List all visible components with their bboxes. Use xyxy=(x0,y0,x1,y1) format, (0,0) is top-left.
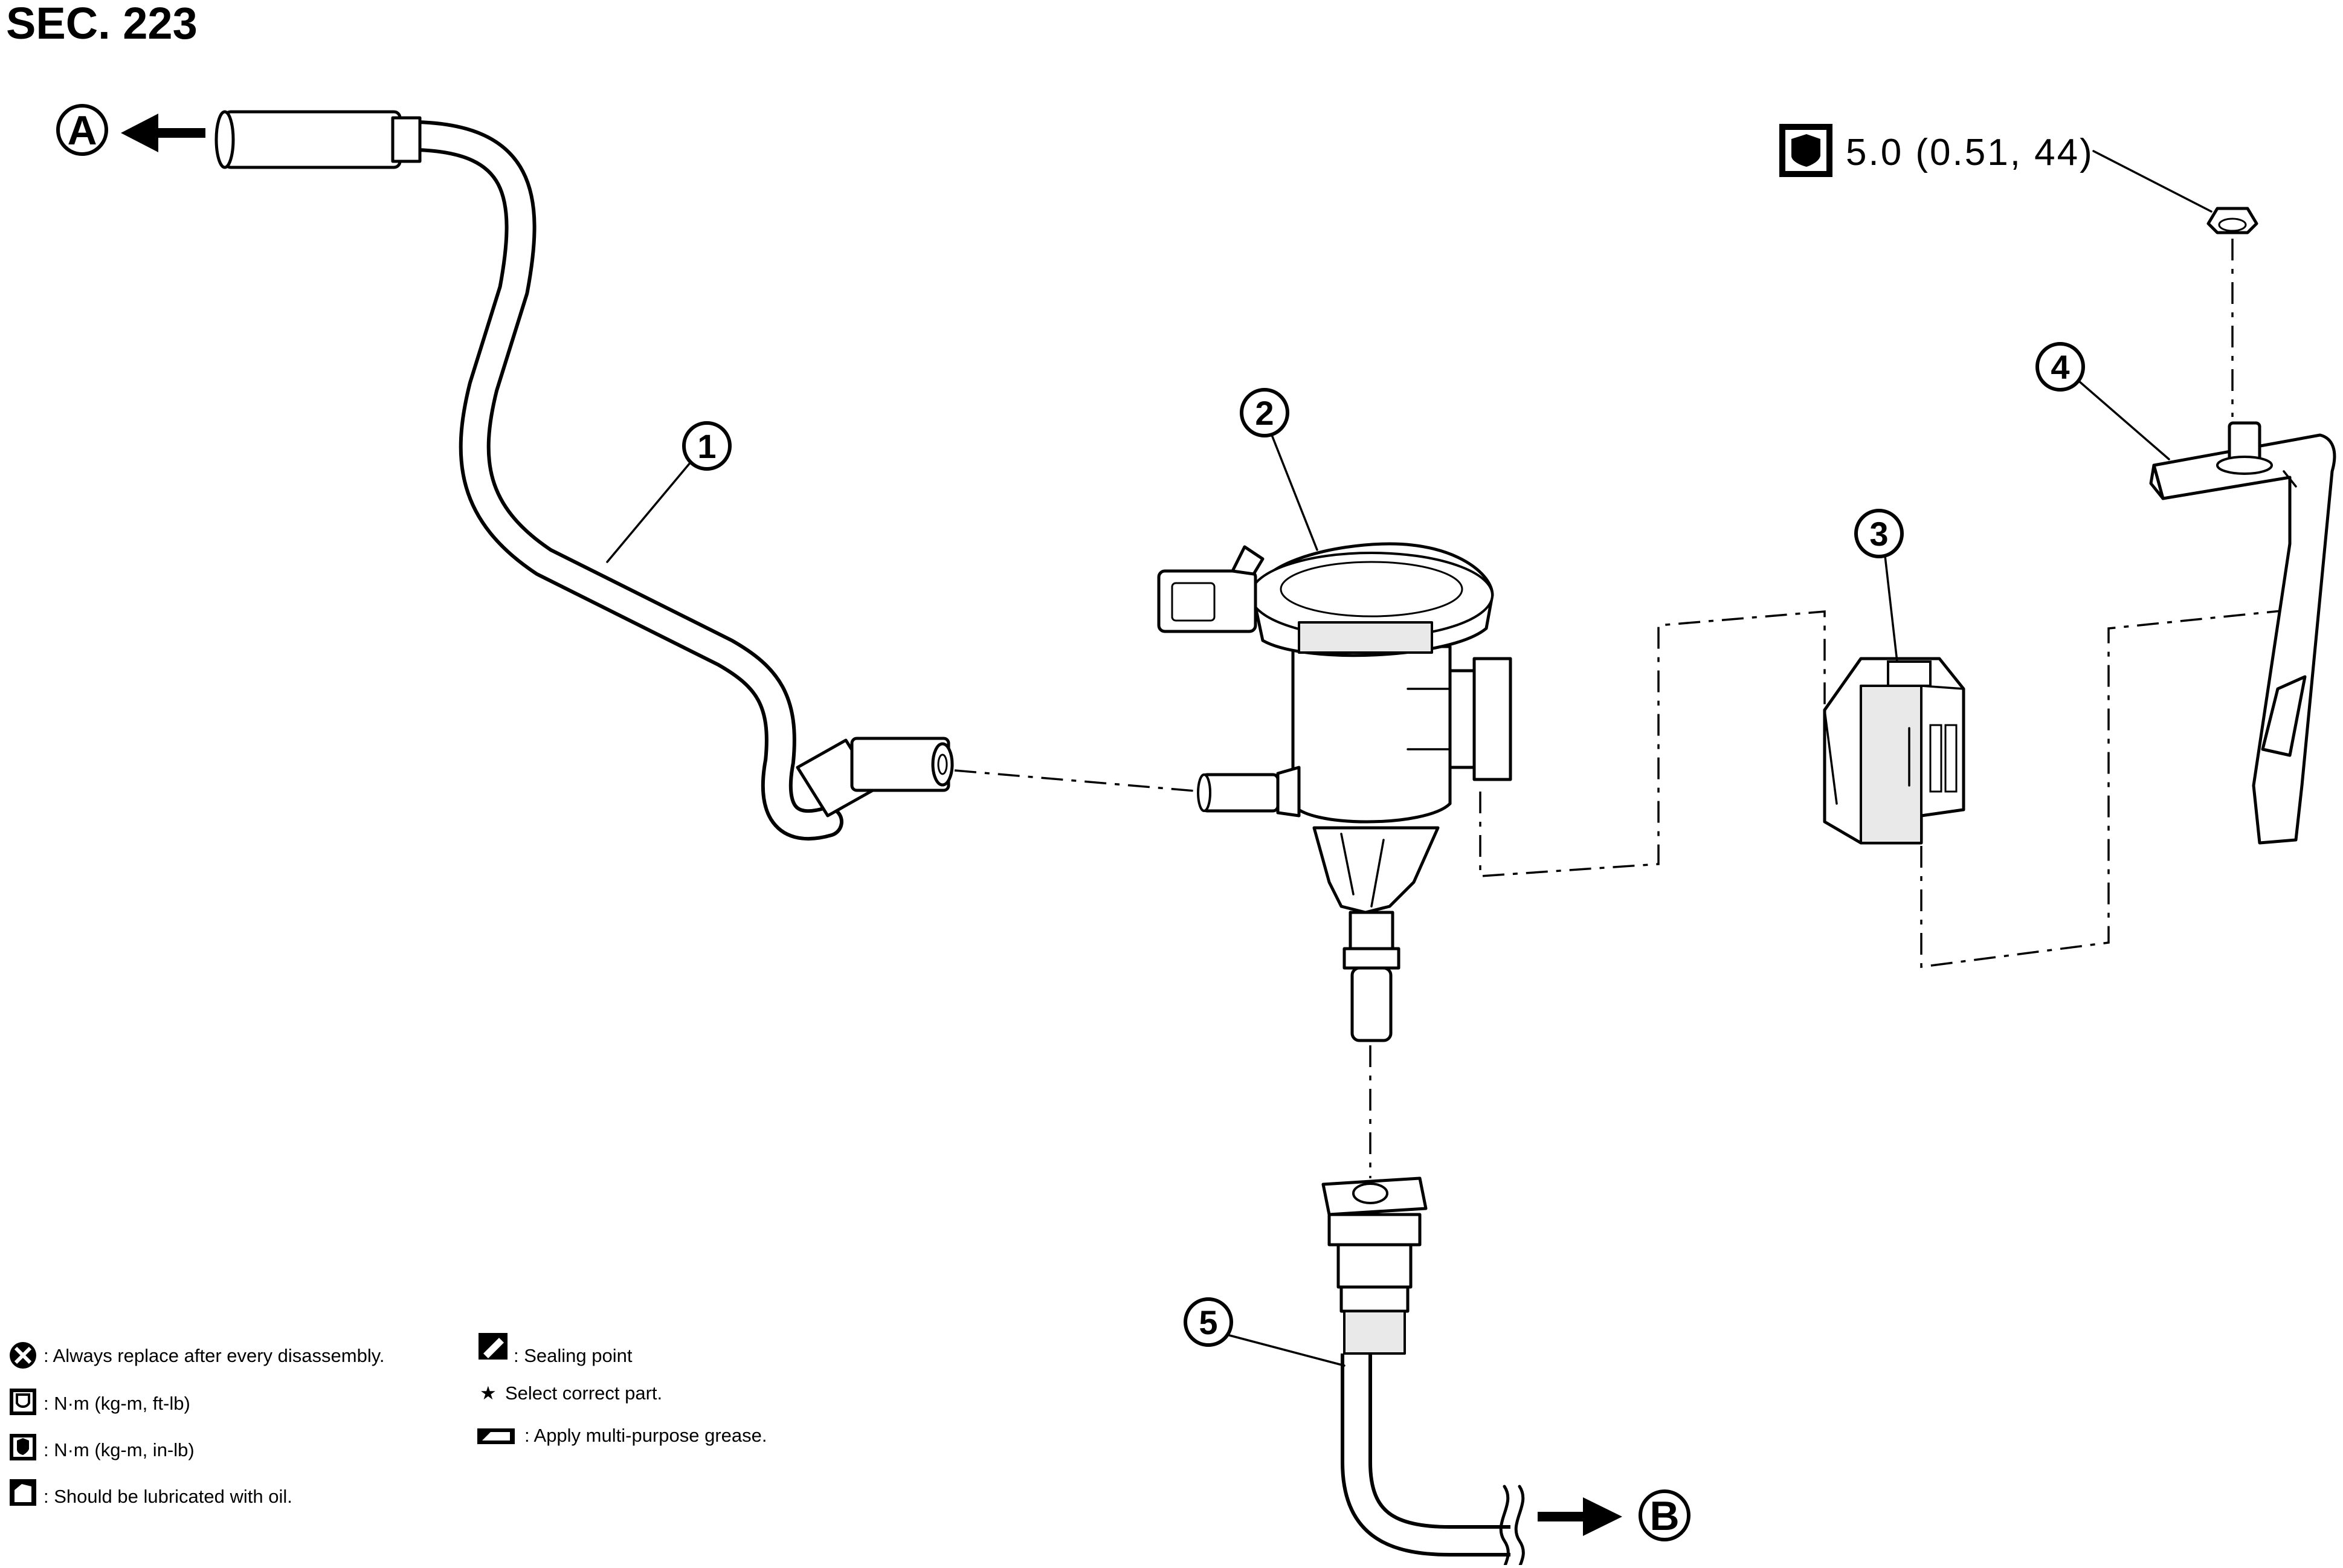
legend-item-oil: : Should be lubricated with oil. xyxy=(10,1479,292,1507)
torque-in-lb-icon xyxy=(1779,124,1832,177)
connection-b-label: B xyxy=(1649,1493,1679,1539)
sealing-point-icon xyxy=(479,1333,508,1360)
callout-1: 1 xyxy=(606,421,732,563)
assembly-centerline-1 xyxy=(954,769,1203,793)
callout-4: 4 xyxy=(2035,342,2170,460)
grease-icon xyxy=(477,1428,515,1444)
torque-in-lb-icon xyxy=(10,1434,36,1460)
connection-a-label: A xyxy=(67,108,97,153)
bracket xyxy=(2149,421,2336,845)
callout-5-number: 5 xyxy=(1199,1303,1217,1341)
torque-ft-lb-icon xyxy=(10,1389,36,1415)
legend: : Always replace after every disassembly… xyxy=(10,1333,767,1507)
tube xyxy=(1341,1353,1525,1568)
torque-spec: 5.0 (0.51, 44) xyxy=(1779,124,2212,213)
legend-item-grease: : Apply multi-purpose grease. xyxy=(477,1425,767,1446)
torque-value: 5.0 (0.51, 44) xyxy=(1846,132,2094,173)
arrow-right-icon xyxy=(1538,1497,1622,1536)
callout-1-number: 1 xyxy=(697,427,716,465)
star-icon: ★ xyxy=(480,1382,497,1404)
callout-3: 3 xyxy=(1854,509,1904,663)
legend-item-sealing-point: : Sealing point xyxy=(479,1333,633,1366)
connection-a-marker: A xyxy=(56,104,108,156)
section-title: SEC. 223 xyxy=(6,0,198,48)
hose xyxy=(214,110,954,840)
callout-2-number: 2 xyxy=(1255,394,1274,432)
callout-4-number: 4 xyxy=(2051,348,2069,386)
clip xyxy=(1823,657,1965,845)
legend-text-select-part: Select correct part. xyxy=(505,1382,662,1404)
callout-5: 5 xyxy=(1184,1297,1346,1367)
quick-connector xyxy=(1321,1176,1428,1355)
always-replace-icon xyxy=(10,1342,36,1369)
callout-2: 2 xyxy=(1240,388,1318,551)
legend-text-oil: : Should be lubricated with oil. xyxy=(44,1486,292,1507)
oil-can-icon xyxy=(10,1479,36,1506)
legend-text-torque-in-lb: : N·m (kg-m, in-lb) xyxy=(44,1439,195,1460)
valve xyxy=(1157,542,1512,1042)
assembly-path-2 xyxy=(1920,609,2291,968)
legend-text-torque-ft-lb: : N·m (kg-m, ft-lb) xyxy=(44,1393,190,1414)
legend-item-select-part: ★ Select correct part. xyxy=(480,1382,662,1404)
legend-item-always-replace: : Always replace after every disassembly… xyxy=(10,1342,385,1369)
legend-item-torque-in-lb: : N·m (kg-m, in-lb) xyxy=(10,1434,195,1460)
legend-text-grease: : Apply multi-purpose grease. xyxy=(524,1425,767,1446)
connection-b-marker: B xyxy=(1639,1489,1690,1541)
assembly-path-1 xyxy=(1479,610,1826,877)
legend-item-torque-ft-lb: : N·m (kg-m, ft-lb) xyxy=(10,1389,190,1415)
callout-3-number: 3 xyxy=(1869,515,1888,553)
legend-text-sealing-point: : Sealing point xyxy=(514,1345,633,1366)
arrow-left-icon xyxy=(121,114,205,152)
flange-nut xyxy=(2206,207,2258,234)
legend-text-always-replace: : Always replace after every disassembly… xyxy=(44,1345,385,1366)
